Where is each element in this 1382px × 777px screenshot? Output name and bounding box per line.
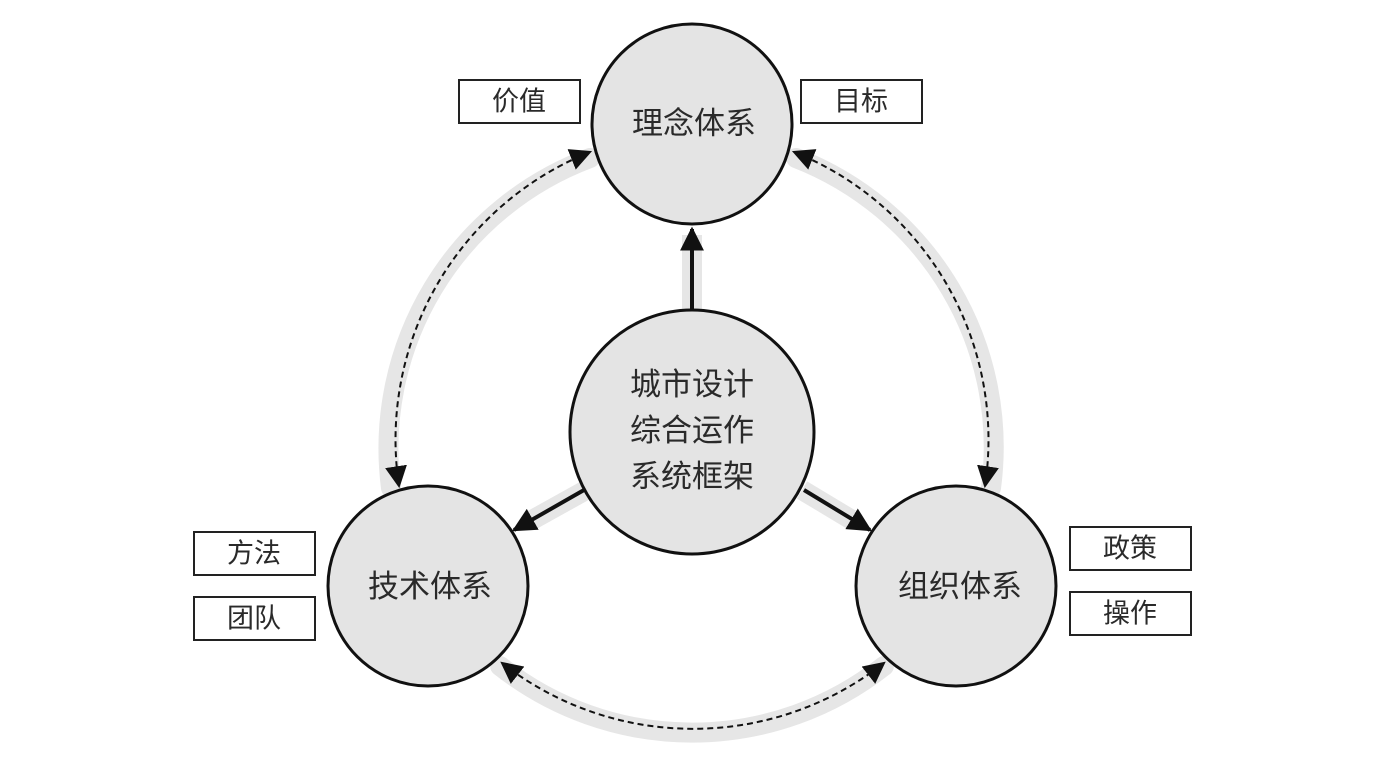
ring-halo-bottom [490, 656, 894, 743]
tag-operation-text: 操作 [1103, 599, 1157, 630]
tag-policy-text: 政策 [1103, 534, 1157, 565]
tag-method: 方法 [193, 531, 316, 576]
node-concept-label: 理念体系 [632, 106, 756, 142]
node-organization-label: 组织体系 [898, 569, 1022, 605]
tag-goal: 目标 [800, 79, 923, 124]
tag-goal-text: 目标 [834, 87, 888, 118]
ring-halo-right [786, 148, 1004, 498]
tag-value: 价值 [458, 79, 581, 124]
arrow-center-to-right [802, 488, 873, 532]
arc-bottom [500, 661, 886, 730]
arc-top-right [791, 149, 999, 489]
center-line-1: 城市设计 [630, 367, 754, 403]
node-organization-system: 组织体系 [854, 484, 1058, 688]
center-line-3: 系统框架 [630, 459, 754, 495]
arc-top-left [385, 149, 593, 489]
radial-arrows [511, 226, 873, 532]
node-technical-system: 技术体系 [326, 484, 530, 688]
tag-method-text: 方法 [227, 539, 281, 570]
node-center-framework: 城市设计 综合运作 系统框架 [568, 308, 816, 556]
center-line-2: 综合运作 [630, 413, 754, 449]
tag-value-text: 价值 [492, 87, 546, 118]
node-concept-system: 理念体系 [590, 22, 794, 226]
ring-halo-left [378, 148, 600, 498]
node-technical-label: 技术体系 [368, 569, 492, 605]
arrow-center-to-left [511, 488, 585, 532]
tag-operation: 操作 [1069, 591, 1192, 636]
tag-policy: 政策 [1069, 526, 1192, 571]
tag-team: 团队 [193, 596, 316, 641]
cycle-arrows [385, 149, 999, 730]
tag-team-text: 团队 [227, 604, 281, 635]
